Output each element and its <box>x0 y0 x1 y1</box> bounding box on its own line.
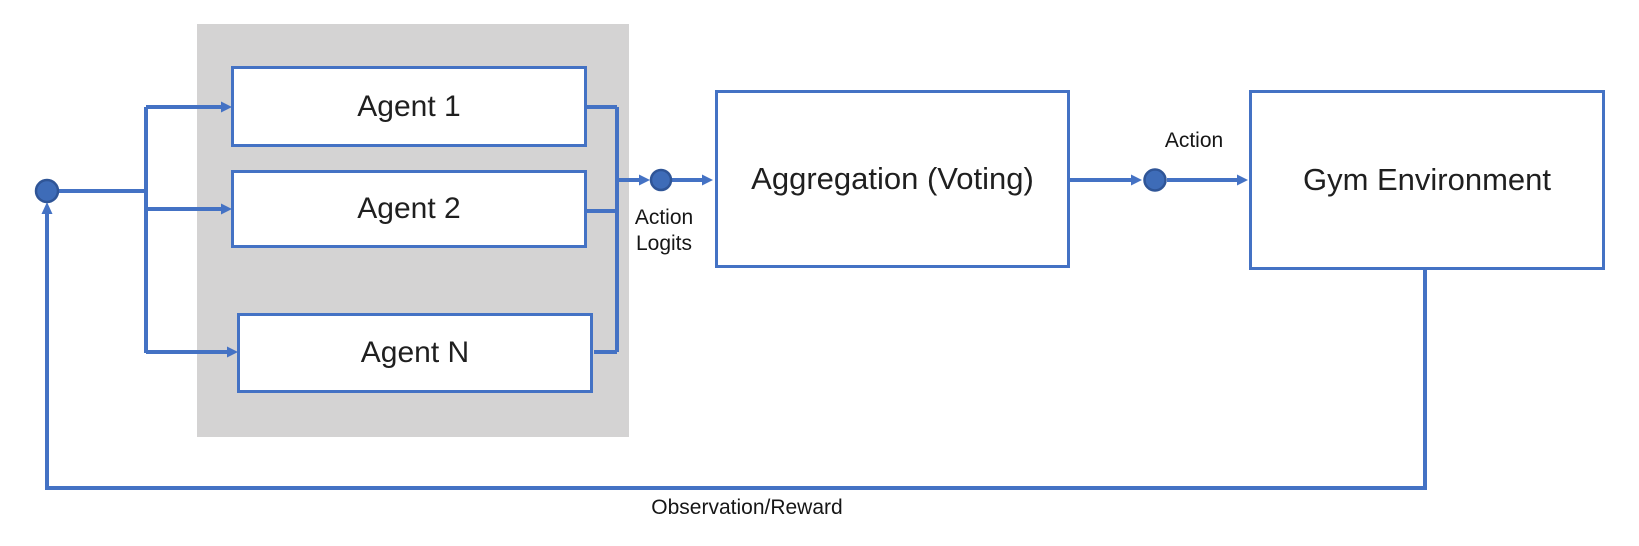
action-logits-arrows <box>587 105 713 354</box>
agent-2-label: Agent 2 <box>357 192 461 225</box>
agent-1-label: Agent 1 <box>357 89 461 123</box>
input-fanout-arrows <box>46 101 238 358</box>
gym-environment-box: Gym Environment <box>1249 90 1605 270</box>
action-logits-label: Action Logits <box>634 206 694 255</box>
aggregation-box: Aggregation (Voting) <box>715 90 1070 268</box>
observation-reward-label: Observation/Reward <box>651 496 843 519</box>
action-label: Action <box>1164 129 1224 152</box>
action-logits-junction-dot <box>649 168 673 192</box>
feedback-arrow <box>41 202 1427 490</box>
action-junction-dot <box>1143 168 1167 192</box>
action-arrows <box>1070 174 1248 186</box>
agent-n-box: Agent N <box>237 313 593 393</box>
gym-environment-label: Gym Environment <box>1302 162 1552 197</box>
observation-junction-dot <box>34 178 60 204</box>
agent-n-label: Agent N <box>360 336 470 369</box>
agent-1-box: Agent 1 <box>231 66 587 147</box>
agent-2-box: Agent 2 <box>231 170 587 248</box>
aggregation-label: Aggregation (Voting) <box>751 161 1034 196</box>
